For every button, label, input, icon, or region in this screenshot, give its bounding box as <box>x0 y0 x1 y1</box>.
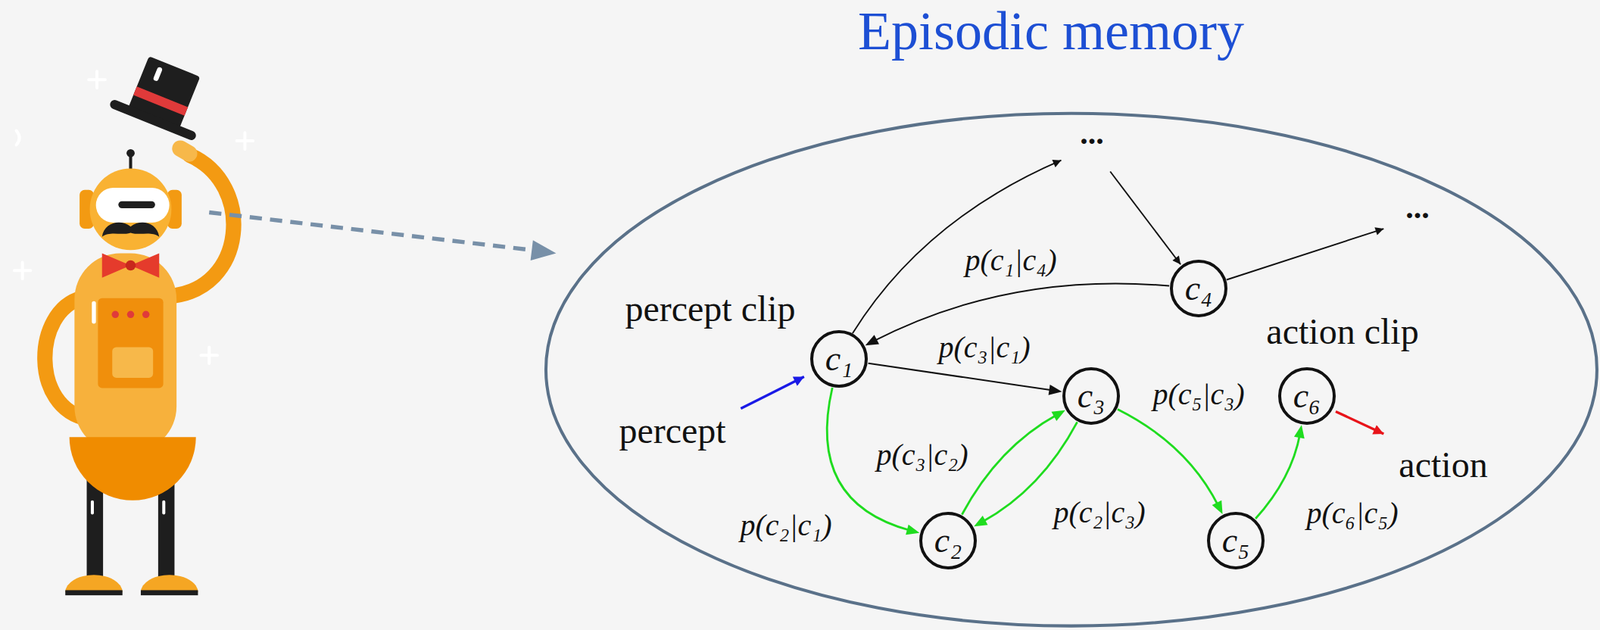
visor-slit <box>118 201 156 209</box>
robot-visor <box>96 187 170 223</box>
foot-sole <box>65 589 122 596</box>
transition-probability: p(c₆|c₅) <box>1306 496 1399 531</box>
bow-knot <box>125 260 136 271</box>
clip-circle: c₂ <box>919 511 977 570</box>
sparkle <box>88 71 106 88</box>
chest-light <box>127 311 135 319</box>
transition-probability: p(c₂|c₁) <box>740 508 833 543</box>
outgoing-arrow <box>1226 228 1385 280</box>
sparkle <box>237 132 254 150</box>
transition-probability: p(c₂|c₃) <box>1054 495 1146 530</box>
transition-arrow <box>868 363 1054 391</box>
leg-shine <box>162 500 166 515</box>
antenna-ball <box>126 149 135 158</box>
sparkle <box>200 346 218 364</box>
clip-name: c₂ <box>934 523 962 559</box>
robot-head <box>90 168 172 250</box>
transition-arrow <box>1117 408 1219 506</box>
body-shine <box>91 301 96 325</box>
transition-arrow <box>1255 433 1301 519</box>
annotation: action clip <box>1266 311 1419 353</box>
hat-brim <box>109 98 198 142</box>
arrow-head <box>865 334 880 346</box>
clip-name: c₃ <box>1077 378 1105 414</box>
annotation: percept clip <box>624 289 796 330</box>
pointer-head <box>530 240 557 261</box>
hat-shine <box>152 66 163 82</box>
ellipsis: ... <box>1079 115 1105 151</box>
arrow-head <box>973 515 988 527</box>
leg-shine <box>90 500 94 515</box>
robot-skirt <box>69 436 197 501</box>
robot-foot <box>140 574 198 593</box>
incoming-arrow <box>1110 171 1181 266</box>
transition-arrow <box>961 414 1058 515</box>
arrow-head <box>1294 424 1305 439</box>
foot-sole <box>140 589 198 596</box>
clip-circle: c₃ <box>1062 367 1120 425</box>
transition-probability: p(c₅|c₃) <box>1153 377 1245 412</box>
arrow-head <box>1051 410 1066 422</box>
clip-name: c₅ <box>1222 523 1250 559</box>
clip-circle: c₅ <box>1207 511 1265 570</box>
clip-circle: c₆ <box>1278 367 1336 425</box>
diagram-title: Episodic memory <box>857 1 1245 62</box>
arrow-head <box>905 524 920 536</box>
annotation: action <box>1398 445 1488 486</box>
arrow-head <box>1212 500 1223 515</box>
action-arrow <box>1335 411 1384 434</box>
top-hat <box>109 49 218 142</box>
annotation: percept <box>618 411 726 452</box>
mustache <box>102 222 160 238</box>
robot-leg <box>87 474 104 593</box>
chest-screen <box>112 346 153 378</box>
clip-name: c₆ <box>1293 378 1321 414</box>
clip-name: c₁ <box>825 341 853 377</box>
robot <box>44 49 234 596</box>
clip-circle: c₄ <box>1169 259 1228 318</box>
chest-light <box>112 311 119 319</box>
percept-arrow <box>740 377 805 409</box>
transition-probability: p(c₃|c₂) <box>876 438 969 472</box>
clip-circle: c₁ <box>810 330 868 388</box>
memory-ellipse <box>545 113 1597 627</box>
dashed-pointer <box>208 212 533 250</box>
chest-panel <box>97 298 163 389</box>
robot-hand <box>168 137 200 165</box>
transition-probability: p(c₁|c₄) <box>965 243 1058 278</box>
robot-body <box>74 252 177 453</box>
bow-tie <box>102 252 160 278</box>
sparkle <box>14 262 32 280</box>
chest-light <box>142 311 150 319</box>
transition-probability: p(c₃|c₁) <box>938 330 1031 365</box>
robot-foot <box>65 574 122 593</box>
clip-name: c₄ <box>1185 271 1213 306</box>
ellipsis: ... <box>1405 190 1430 225</box>
sparkle <box>16 130 20 146</box>
arrow-head <box>1048 384 1063 396</box>
